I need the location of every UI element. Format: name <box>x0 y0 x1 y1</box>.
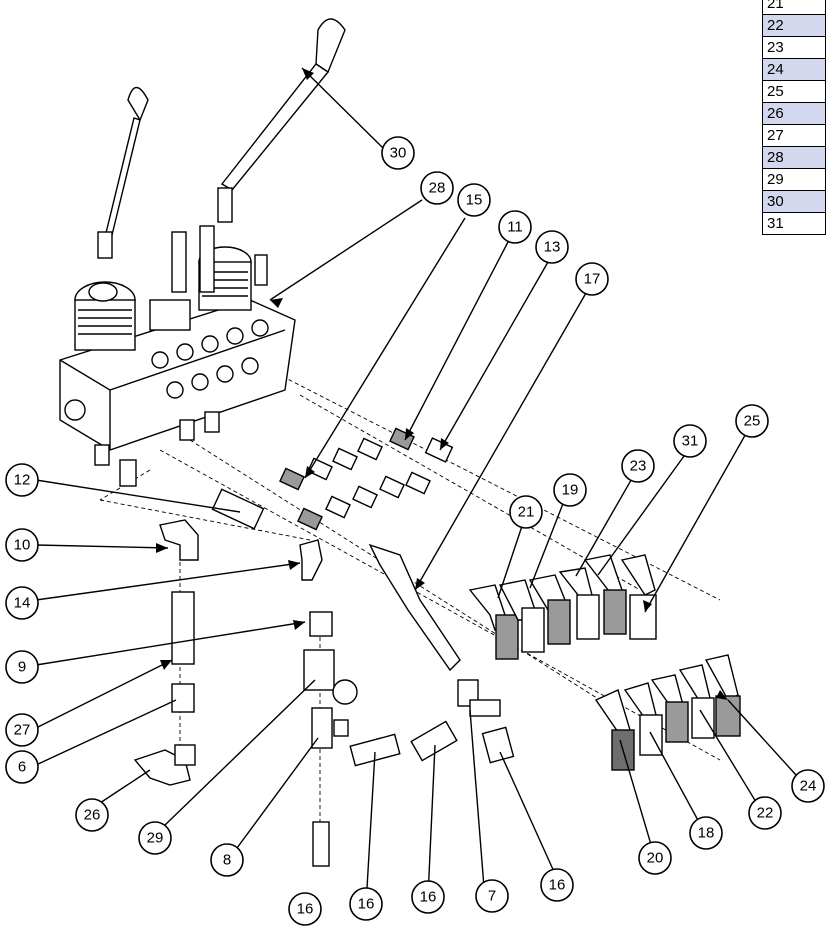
leader-arrowheads <box>156 68 728 700</box>
tee-and-coupling-fittings <box>303 543 515 867</box>
hose-ends-upper-row <box>468 554 657 660</box>
table-row: 25 <box>762 80 826 103</box>
callout-16-a: 16 <box>288 892 322 926</box>
callout-27: 27 <box>5 713 39 747</box>
table-row: 30 <box>762 190 826 213</box>
table-row: 24 <box>762 58 826 81</box>
svg-text:15: 15 <box>466 192 483 209</box>
table-row: 21 <box>762 0 826 15</box>
left-fitting-stack <box>133 488 333 786</box>
callout-9: 9 <box>5 650 39 684</box>
callout-31: 31 <box>673 424 707 458</box>
callout-30: 30 <box>381 136 415 170</box>
svg-text:9: 9 <box>18 659 26 676</box>
svg-text:16: 16 <box>420 889 437 906</box>
table-cell: 23 <box>762 36 826 59</box>
table-row: 29 <box>762 168 826 191</box>
svg-text:13: 13 <box>544 239 561 256</box>
svg-text:27: 27 <box>14 722 31 739</box>
table-cell: 22 <box>762 14 826 37</box>
svg-text:11: 11 <box>507 219 523 236</box>
parts-number-table: 21 22 23 24 25 26 27 28 29 30 31 <box>762 0 826 235</box>
svg-text:28: 28 <box>429 180 446 197</box>
table-row: 27 <box>762 124 826 147</box>
svg-text:18: 18 <box>698 825 715 842</box>
callout-13: 13 <box>535 230 569 264</box>
svg-text:30: 30 <box>390 145 407 162</box>
table-row: 22 <box>762 14 826 37</box>
valve-block-assembly <box>59 225 296 487</box>
svg-text:24: 24 <box>800 778 817 795</box>
callout-22: 22 <box>748 796 782 830</box>
callout-21: 21 <box>509 495 543 529</box>
control-lever-right <box>217 18 346 223</box>
hose-ends-lower-row <box>594 654 741 771</box>
svg-text:19: 19 <box>562 482 579 499</box>
callout-17: 17 <box>575 262 609 296</box>
svg-text:17: 17 <box>584 271 601 288</box>
leader-lines <box>35 67 807 906</box>
table-cell: 28 <box>762 146 826 169</box>
callout-25: 25 <box>735 404 769 438</box>
svg-text:31: 31 <box>682 433 699 450</box>
callout-19: 19 <box>553 473 587 507</box>
table-row: 31 <box>762 212 826 235</box>
nipple-fittings <box>279 427 454 531</box>
callout-8: 8 <box>210 843 244 877</box>
callout-7: 7 <box>475 879 509 913</box>
svg-text:22: 22 <box>757 805 774 822</box>
callout-6: 6 <box>5 750 39 784</box>
table-cell: 31 <box>762 212 826 235</box>
svg-text:16: 16 <box>297 901 314 918</box>
table-cell: 26 <box>762 102 826 125</box>
control-lever-left <box>97 86 149 259</box>
table-cell: 21 <box>762 0 826 15</box>
callout-26: 26 <box>75 798 109 832</box>
callout-16-c: 16 <box>411 880 445 914</box>
svg-text:23: 23 <box>630 458 647 475</box>
svg-text:14: 14 <box>14 595 31 612</box>
table-row: 26 <box>762 102 826 125</box>
callout-29: 29 <box>138 821 172 855</box>
svg-text:12: 12 <box>14 472 31 489</box>
table-cell: 24 <box>762 58 826 81</box>
callout-16-b: 16 <box>349 887 383 921</box>
callout-11: 11 <box>498 210 532 244</box>
table-cell: 29 <box>762 168 826 191</box>
table-cell: 25 <box>762 80 826 103</box>
svg-text:7: 7 <box>488 888 496 905</box>
svg-text:25: 25 <box>744 413 761 430</box>
svg-text:16: 16 <box>358 896 375 913</box>
svg-text:6: 6 <box>18 759 26 776</box>
table-row: 28 <box>762 146 826 169</box>
callout-28: 28 <box>420 171 454 205</box>
svg-text:20: 20 <box>647 850 664 867</box>
callout-12: 12 <box>5 463 39 497</box>
table-cell: 30 <box>762 190 826 213</box>
svg-text:21: 21 <box>518 504 535 521</box>
svg-text:26: 26 <box>84 807 101 824</box>
table-cell: 27 <box>762 124 826 147</box>
callout-15: 15 <box>457 183 491 217</box>
callout-14: 14 <box>5 586 39 620</box>
callout-16-d: 16 <box>540 868 574 902</box>
callout-20: 20 <box>638 841 672 875</box>
svg-text:10: 10 <box>14 537 31 554</box>
svg-text:16: 16 <box>549 877 566 894</box>
svg-text:8: 8 <box>223 852 231 869</box>
callout-18: 18 <box>689 816 723 850</box>
callout-23: 23 <box>621 449 655 483</box>
callout-24: 24 <box>791 769 825 803</box>
table-row: 23 <box>762 36 826 59</box>
svg-text:29: 29 <box>147 830 164 847</box>
callout-10: 10 <box>5 528 39 562</box>
